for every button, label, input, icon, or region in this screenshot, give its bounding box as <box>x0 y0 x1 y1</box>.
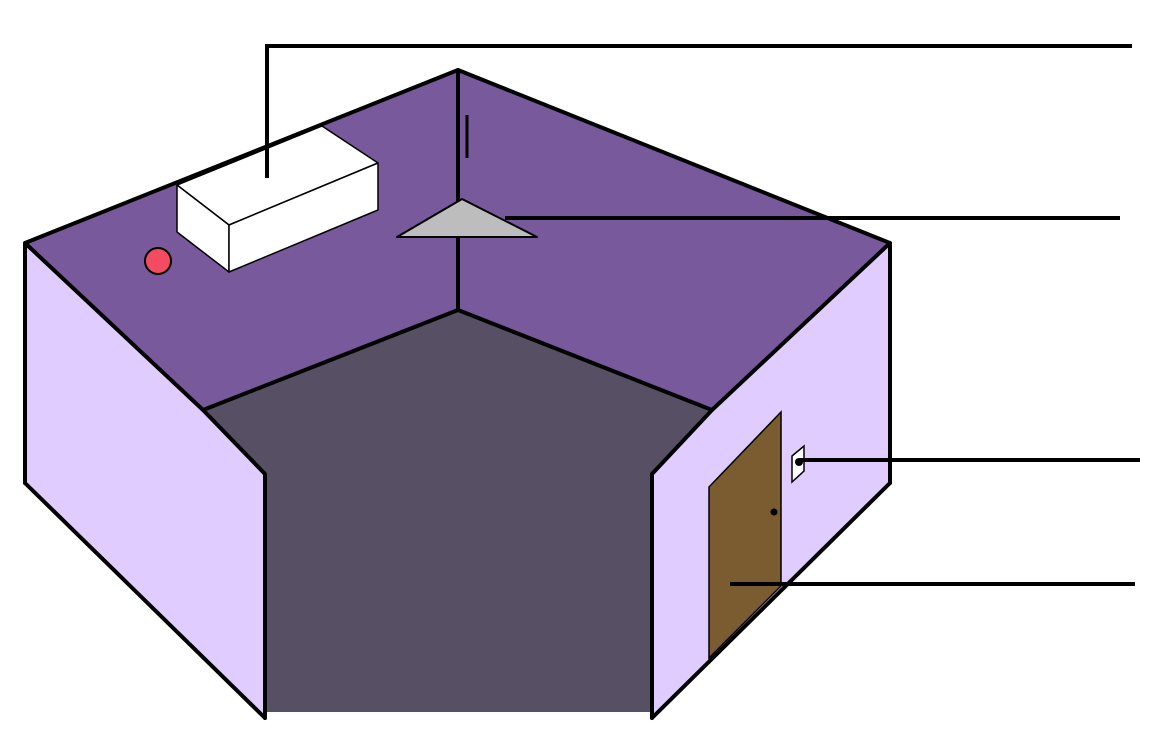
callout-lines <box>265 44 1140 586</box>
room-outline <box>23 68 892 720</box>
wall-switch-icon <box>791 444 805 484</box>
pendant-lamp-icon <box>396 115 538 238</box>
air-conditioner-unit-icon <box>176 125 379 273</box>
door-knob-icon <box>770 508 778 516</box>
floor <box>203 310 712 712</box>
round-alarm-icon <box>144 247 172 275</box>
callout-air-conditioner <box>265 44 1132 178</box>
left-wall <box>25 243 265 720</box>
